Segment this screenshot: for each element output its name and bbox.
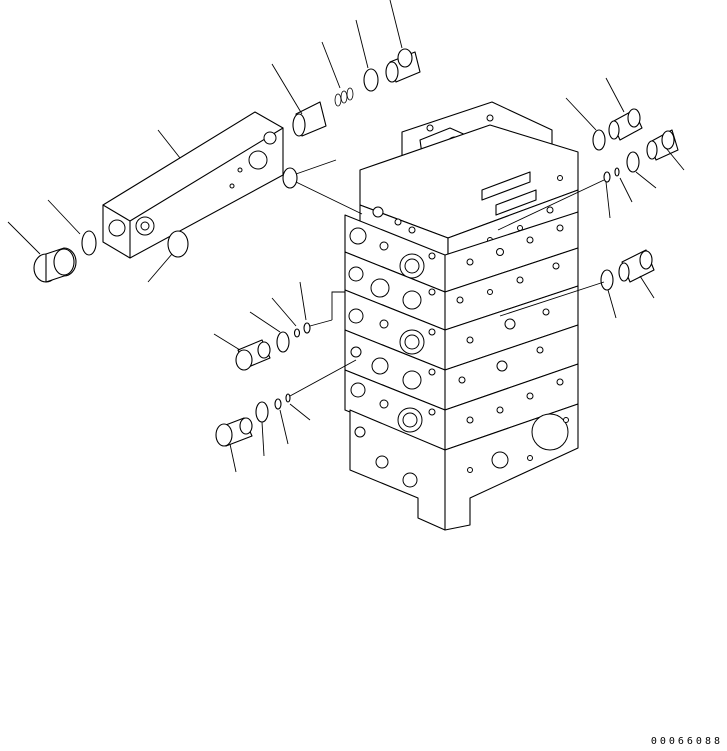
plug-left [33,247,77,283]
relief-valve-block [102,111,284,259]
leader-lines [7,0,685,473]
drawing-number: 00066088 [650,736,723,747]
o-ring-large [167,230,189,258]
o-ring-left [81,230,97,256]
o-ring-left-mid-small [293,328,301,338]
o-ring-mid [282,167,298,189]
o-ring-left-mid-tiny [303,322,311,334]
valve-section-2 [344,247,579,331]
plug-right-lower [618,249,655,283]
valve-section-3 [344,285,579,371]
o-ring-left-mid [276,331,290,353]
valve-bottom-section [349,403,579,531]
o-ring-left-low [255,401,269,423]
plug-left-low [215,417,253,447]
plug-right-top [608,108,643,141]
o-ring-right-small [603,171,611,183]
control-valve-body [344,101,579,531]
o-ring-right-lower [600,269,614,291]
plug-right-mid [646,129,679,161]
sleeve [292,101,327,137]
plug-left-mid [235,339,271,371]
o-ring-right-mid [626,151,640,173]
o-ring-right-tiny [614,167,620,177]
valve-section-5 [344,363,579,451]
spring [334,87,354,107]
o-ring-left-low-tiny [285,393,291,403]
plug-top [385,48,421,83]
o-ring-left-low-small [274,398,282,410]
o-ring-right-top [592,129,606,151]
o-ring-top [363,68,379,92]
valve-section-4 [344,324,579,411]
